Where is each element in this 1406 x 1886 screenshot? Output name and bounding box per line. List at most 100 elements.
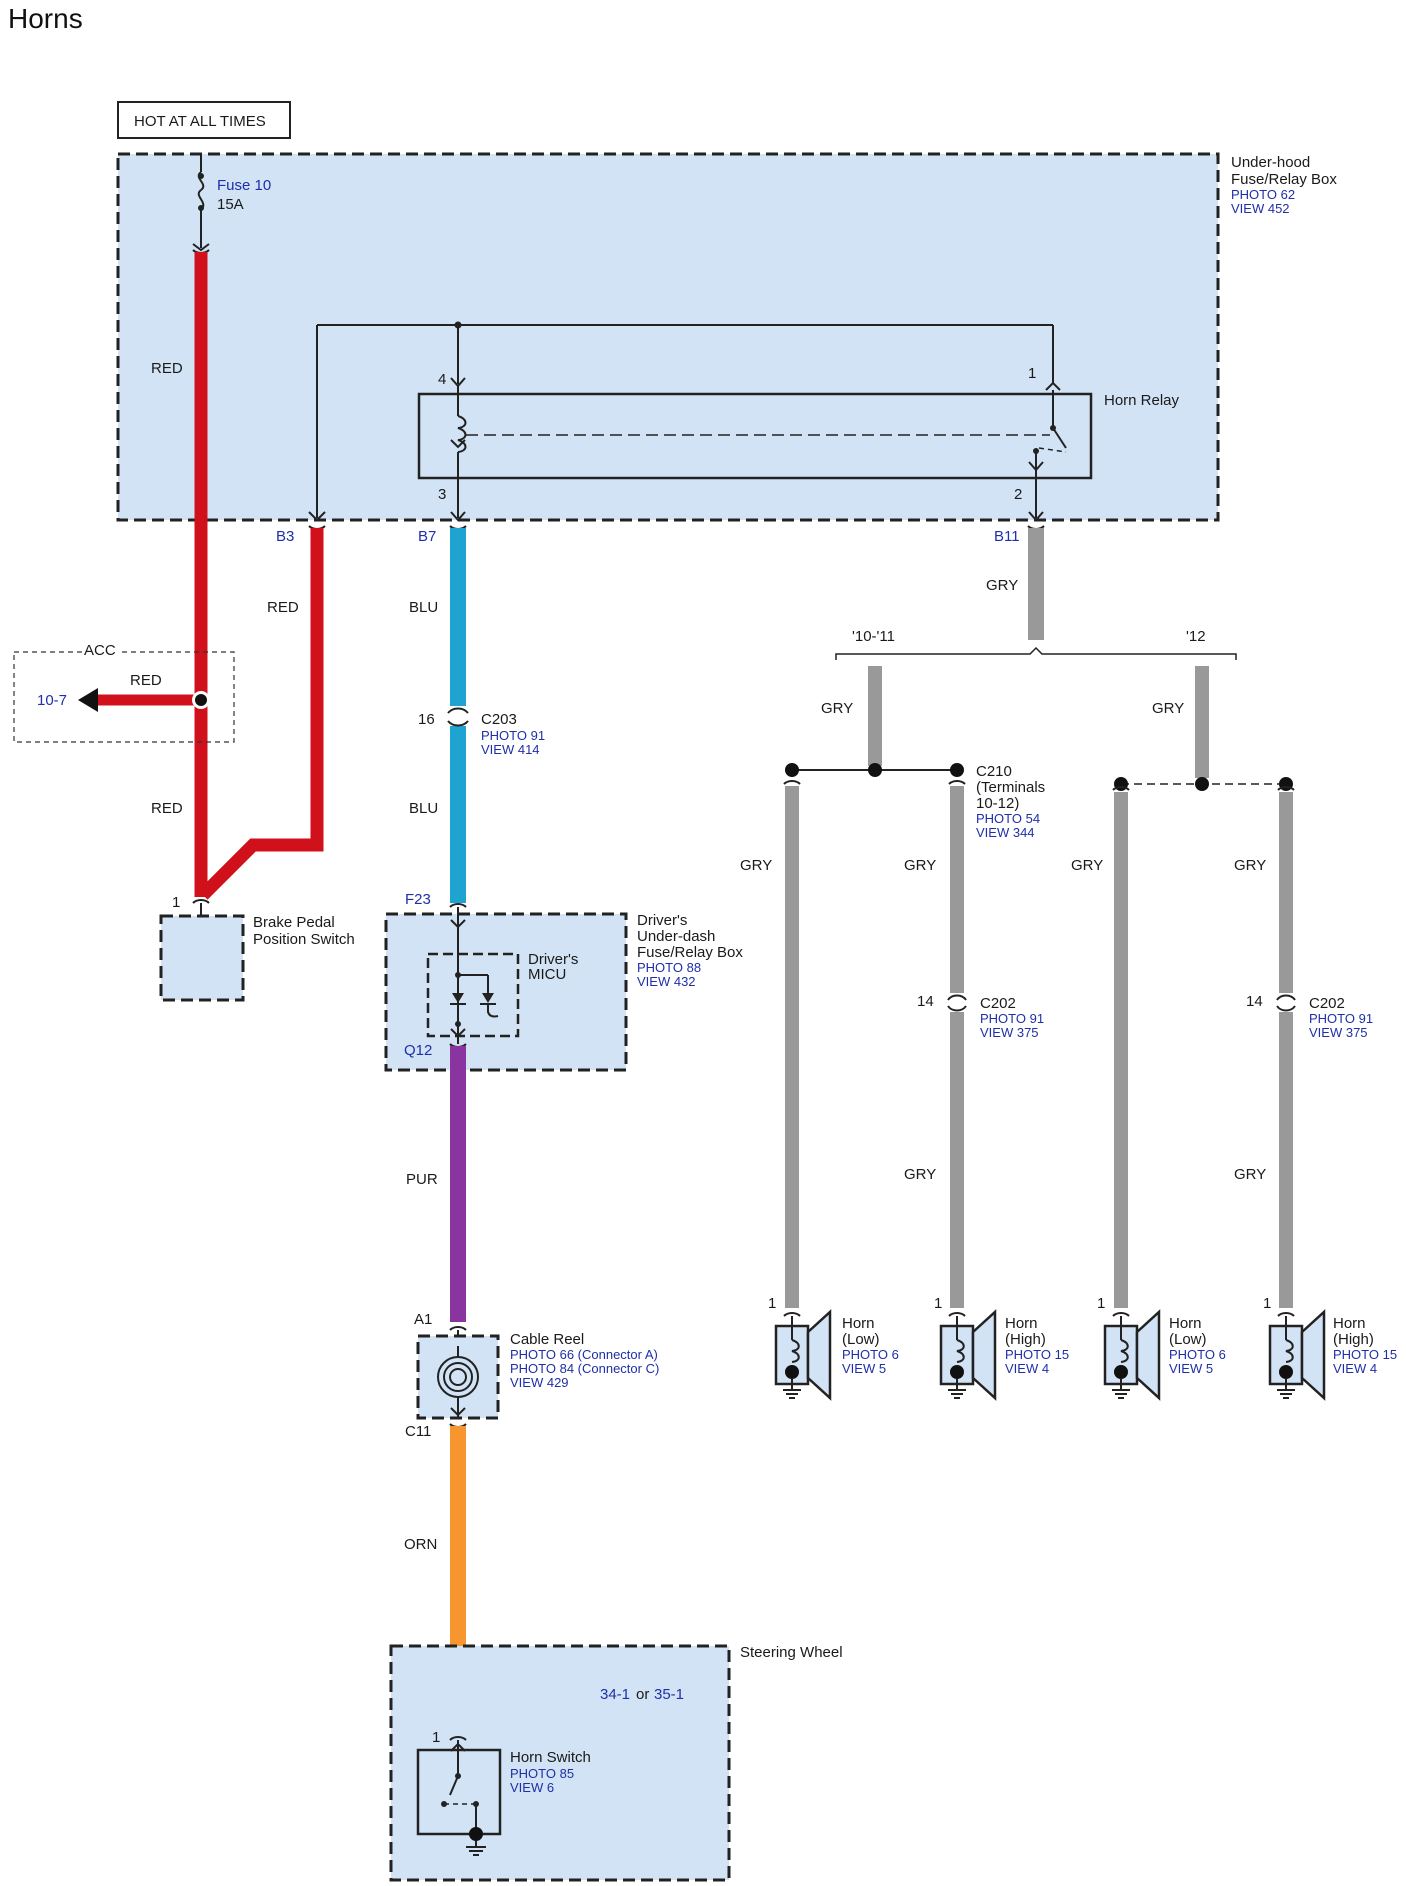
wire-label-gry-1011-b: GRY bbox=[740, 857, 772, 874]
red-wire-b3-to-brake-switch bbox=[198, 525, 326, 900]
horn-2-type: (High) bbox=[1005, 1331, 1046, 1348]
horn-switch-contact-symbol bbox=[441, 1762, 486, 1856]
underhood-name-2: Fuse/Relay Box bbox=[1231, 171, 1337, 188]
brake-pedal-position-switch bbox=[159, 914, 245, 1002]
acc-label: ACC bbox=[84, 642, 116, 659]
gray-wire-b11 bbox=[1027, 525, 1045, 640]
drivers-under-dash-fuse-relay-box bbox=[384, 912, 628, 1072]
horn-3-photo: PHOTO 6 bbox=[1169, 1347, 1226, 1362]
horn-1-pin: 1 bbox=[768, 1295, 776, 1312]
steering-ref-a[interactable]: 34-1 bbox=[600, 1686, 630, 1703]
wire-label-gry-12-b: GRY bbox=[1071, 857, 1103, 874]
horn-3-pin: 1 bbox=[1097, 1295, 1105, 1312]
wire-label-orn-1: ORN bbox=[404, 1536, 437, 1553]
horn-2-view: VIEW 4 bbox=[1005, 1361, 1049, 1376]
horn-switch-box bbox=[416, 1748, 502, 1836]
fuse-name: Fuse 10 bbox=[217, 177, 271, 194]
horn-switch-photo: PHOTO 85 bbox=[510, 1766, 574, 1781]
gray-wires-10-11 bbox=[783, 666, 967, 1308]
horn-2-pin: 1 bbox=[934, 1295, 942, 1312]
steering-ref-or: or bbox=[636, 1686, 649, 1703]
wire-label-gry-12-a: GRY bbox=[1152, 700, 1184, 717]
cable-reel-name: Cable Reel bbox=[510, 1331, 584, 1348]
horn-high-1011 bbox=[939, 1309, 997, 1401]
underhood-photo: PHOTO 62 bbox=[1231, 187, 1295, 202]
cable-reel-photo-c: PHOTO 84 (Connector C) bbox=[510, 1361, 659, 1376]
micu-box-name-1: Driver's bbox=[637, 912, 687, 929]
micu-box-view: VIEW 432 bbox=[637, 974, 696, 989]
horn-4-pin: 1 bbox=[1263, 1295, 1271, 1312]
c210-line3: 10-12) bbox=[976, 795, 1019, 812]
c202-photo-2: PHOTO 91 bbox=[1309, 1011, 1373, 1026]
wire-label-pur: PUR bbox=[406, 1171, 438, 1188]
c202-name-2: C202 bbox=[1309, 995, 1345, 1012]
c203-view: VIEW 414 bbox=[481, 742, 540, 757]
c202-view-2: VIEW 375 bbox=[1309, 1025, 1368, 1040]
horn-relay-box bbox=[417, 392, 1093, 480]
red-wire-acc-branch bbox=[78, 688, 210, 712]
c203-pin: 16 bbox=[418, 711, 435, 728]
brake-switch-name-2: Position Switch bbox=[253, 931, 355, 948]
wire-label-gry-1011-d: GRY bbox=[904, 1166, 936, 1183]
wire-label-red-3: RED bbox=[130, 672, 162, 689]
horn-2-name: Horn bbox=[1005, 1315, 1038, 1332]
terminal-b3: B3 bbox=[276, 528, 294, 545]
year-label-10-11: '10-'11 bbox=[852, 628, 895, 645]
c210-photo: PHOTO 54 bbox=[976, 811, 1040, 826]
steering-ref-b[interactable]: 35-1 bbox=[654, 1686, 684, 1703]
wire-label-red-4: RED bbox=[151, 800, 183, 817]
c202-name-1: C202 bbox=[980, 995, 1016, 1012]
wire-label-red-1: RED bbox=[151, 360, 183, 377]
horn-high-12 bbox=[1268, 1309, 1326, 1401]
c202-view-1: VIEW 375 bbox=[980, 1025, 1039, 1040]
connector-c203 bbox=[447, 707, 469, 727]
wire-label-gry-b11: GRY bbox=[986, 577, 1018, 594]
model-year-bracket bbox=[835, 646, 1237, 660]
horn-relay-contact bbox=[1028, 390, 1067, 484]
horn-1-name: Horn bbox=[842, 1315, 875, 1332]
c203-photo: PHOTO 91 bbox=[481, 728, 545, 743]
brake-switch-pin: 1 bbox=[172, 894, 180, 911]
horn-low-12 bbox=[1103, 1309, 1161, 1401]
year-label-12: '12 bbox=[1186, 628, 1206, 645]
micu-box-name-2: Under-dash bbox=[637, 928, 715, 945]
horn-low-1011 bbox=[774, 1309, 832, 1401]
horn-relay-pin-4: 4 bbox=[438, 371, 446, 388]
horn-relay-pin-1: 1 bbox=[1028, 365, 1036, 382]
hot-at-all-times-label: HOT AT ALL TIMES bbox=[134, 113, 266, 130]
cable-reel-view: VIEW 429 bbox=[510, 1375, 569, 1390]
horn-switch-view: VIEW 6 bbox=[510, 1780, 554, 1795]
f23-connector bbox=[449, 903, 467, 955]
horn-3-type: (Low) bbox=[1169, 1331, 1207, 1348]
steering-wheel-box bbox=[389, 1644, 731, 1882]
c210-view: VIEW 344 bbox=[976, 825, 1035, 840]
horn-4-photo: PHOTO 15 bbox=[1333, 1347, 1397, 1362]
horn-relay-pin-2: 2 bbox=[1014, 486, 1022, 503]
acc-box bbox=[13, 651, 235, 743]
horn-switch-name: Horn Switch bbox=[510, 1749, 591, 1766]
terminal-b7: B7 bbox=[418, 528, 436, 545]
micu-box-name-3: Fuse/Relay Box bbox=[637, 944, 743, 961]
horn-3-name: Horn bbox=[1169, 1315, 1202, 1332]
page-title: Horns bbox=[8, 3, 83, 34]
acc-ref-link[interactable]: 10-7 bbox=[37, 692, 67, 709]
c210-line2: (Terminals bbox=[976, 779, 1045, 796]
underhood-name-1: Under-hood bbox=[1231, 154, 1310, 171]
terminal-f23: F23 bbox=[405, 891, 431, 908]
micu-name-2: MICU bbox=[528, 966, 566, 983]
wire-label-blu-1: BLU bbox=[409, 599, 438, 616]
c202-pin-2: 14 bbox=[1246, 993, 1263, 1010]
fuse-10-symbol bbox=[192, 154, 210, 252]
purple-wire-q12-to-a1 bbox=[449, 1036, 467, 1322]
c202-photo-1: PHOTO 91 bbox=[980, 1011, 1044, 1026]
horn-switch-pin: 1 bbox=[432, 1729, 440, 1746]
micu-name-1: Driver's bbox=[528, 951, 578, 968]
relay-output-leads bbox=[450, 478, 1044, 522]
c202-pin-1: 14 bbox=[917, 993, 934, 1010]
horn-relay-pin-3: 3 bbox=[438, 486, 446, 503]
horn-1-photo: PHOTO 6 bbox=[842, 1347, 899, 1362]
gray-wires-12 bbox=[1112, 666, 1296, 1308]
wire-label-gry-12-d: GRY bbox=[1234, 1166, 1266, 1183]
horn-4-view: VIEW 4 bbox=[1333, 1361, 1377, 1376]
